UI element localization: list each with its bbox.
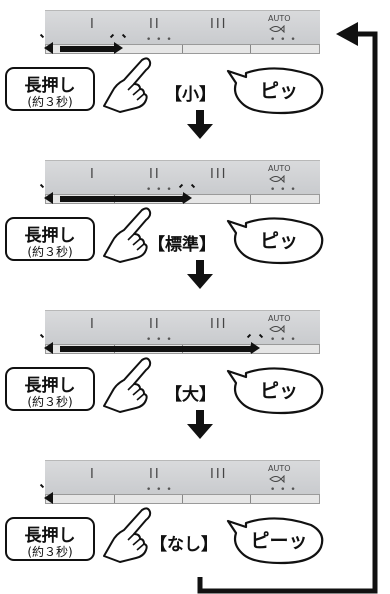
strip-divider xyxy=(250,195,251,203)
indicator-strip xyxy=(39,33,320,54)
strip-divider xyxy=(182,45,183,53)
auto-label: AUTO xyxy=(268,464,291,473)
indicator-strip xyxy=(39,183,320,204)
mode-label: 【小】 xyxy=(165,85,216,105)
long-press-label: 長押し xyxy=(24,526,76,546)
long-press-badge: 長押し(約３秒) xyxy=(5,67,95,111)
mode-label: 【標準】 xyxy=(148,235,216,255)
strip-divider xyxy=(182,495,183,503)
level-mark-3: III xyxy=(210,167,228,182)
left-arrow-icon xyxy=(44,342,53,354)
level-dots: • • • xyxy=(146,485,173,495)
left-arrow-icon xyxy=(44,492,53,504)
right-arrow-icon xyxy=(183,192,192,204)
auto-label: AUTO xyxy=(268,164,291,173)
level-dots: • • • xyxy=(146,335,173,345)
strip-divider xyxy=(250,45,251,53)
blink-mark-icon xyxy=(39,183,45,189)
auto-label: AUTO xyxy=(268,314,291,323)
strip-divider xyxy=(250,495,251,503)
beep-sound-label: ピーッ xyxy=(250,530,308,552)
auto-dots: • • • xyxy=(270,335,297,345)
long-press-label: 長押し xyxy=(24,226,76,246)
auto-label: AUTO xyxy=(268,14,291,23)
beep-speech-bubble xyxy=(226,67,324,115)
fish-icon xyxy=(269,25,285,33)
long-press-label: 長押し xyxy=(24,76,76,96)
pointing-hand-icon xyxy=(103,507,152,563)
fish-icon xyxy=(269,325,285,333)
right-arrow-icon xyxy=(114,42,123,54)
blink-mark-icon xyxy=(39,33,45,39)
auto-dots: • • • xyxy=(270,485,297,495)
auto-dots: • • • xyxy=(270,35,297,45)
level-mark-3: III xyxy=(210,17,228,32)
mode-label: 【なし】 xyxy=(150,535,218,555)
level-fill-bar xyxy=(60,346,251,352)
level-mark-3: III xyxy=(210,317,228,332)
level-mark-2: II xyxy=(149,17,161,32)
level-fill-bar xyxy=(60,196,183,202)
level-mark-2: II xyxy=(149,467,161,482)
indicator-strip xyxy=(39,483,320,504)
auto-dots: • • • xyxy=(270,185,297,195)
down-arrow-icon xyxy=(187,410,213,439)
level-dots: • • • xyxy=(146,35,173,45)
left-arrow-icon xyxy=(44,192,53,204)
level-dots: • • • xyxy=(146,185,173,195)
fish-icon xyxy=(269,175,285,183)
pointing-hand-icon xyxy=(103,207,152,263)
press-duration-label: (約３秒) xyxy=(27,245,73,259)
level-mark-2: II xyxy=(149,317,161,332)
fish-icon xyxy=(269,475,285,483)
level-mark-1: I xyxy=(90,317,96,332)
indicator-strip xyxy=(39,333,320,354)
press-duration-label: (約３秒) xyxy=(27,545,73,559)
beep-sound-label: ピッ xyxy=(259,380,298,402)
level-mark-1: I xyxy=(90,467,96,482)
long-press-badge: 長押し(約３秒) xyxy=(5,517,95,561)
beep-sound-label: ピッ xyxy=(259,230,298,252)
press-duration-label: (約３秒) xyxy=(27,395,73,409)
level-mark-1: I xyxy=(90,17,96,32)
blink-mark-icon xyxy=(39,483,45,489)
beep-speech-bubble xyxy=(226,367,324,415)
beep-sound-label: ピッ xyxy=(259,80,298,102)
blink-mark-icon xyxy=(39,333,45,339)
long-press-badge: 長押し(約３秒) xyxy=(5,367,95,411)
left-arrow-icon xyxy=(44,42,53,54)
long-press-label: 長押し xyxy=(24,376,76,396)
beep-speech-bubble xyxy=(226,217,324,265)
pointing-hand-icon xyxy=(103,357,152,413)
strip-divider xyxy=(114,495,115,503)
level-mark-1: I xyxy=(90,167,96,182)
mode-label: 【大】 xyxy=(165,385,216,405)
down-arrow-icon xyxy=(187,110,213,139)
long-press-badge: 長押し(約３秒) xyxy=(5,217,95,261)
beep-speech-bubble xyxy=(226,517,324,565)
down-arrow-icon xyxy=(187,260,213,289)
level-fill-bar xyxy=(60,46,114,52)
level-mark-3: III xyxy=(210,467,228,482)
level-mark-2: II xyxy=(149,167,161,182)
press-duration-label: (約３秒) xyxy=(27,95,73,109)
pointing-hand-icon xyxy=(103,57,152,113)
right-arrow-icon xyxy=(251,342,260,354)
